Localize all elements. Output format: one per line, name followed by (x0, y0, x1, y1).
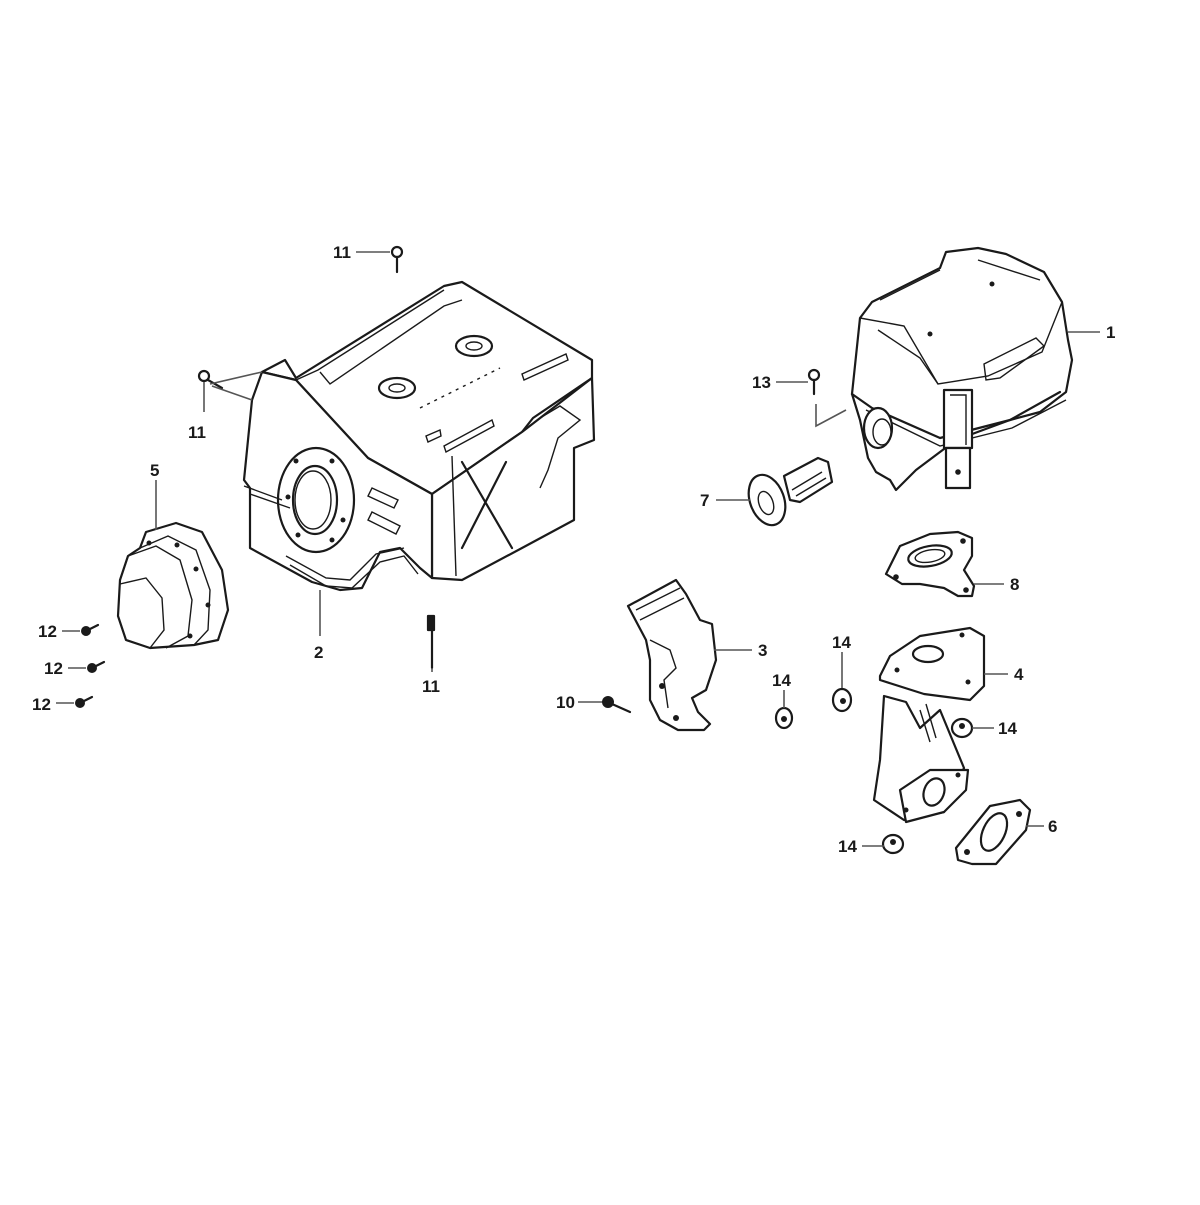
callout-12-c: 12 (32, 695, 51, 714)
callout-14-b: 14 (772, 671, 791, 690)
callout-11-bottom: 11 (422, 677, 440, 696)
callout-12-b: 12 (44, 659, 63, 678)
part-5-muffler-end-cap (116, 521, 230, 650)
callout-11-left: 11 (188, 423, 206, 442)
callout-13: 13 (752, 373, 771, 392)
part-4-exhaust-manifold (872, 626, 986, 824)
part-1-muffler-top (850, 246, 1074, 492)
part-2-muffler-protector (242, 280, 596, 592)
part-8-muffler-gasket (884, 530, 976, 598)
callout-10: 10 (556, 693, 575, 712)
callout-8: 8 (1010, 575, 1020, 594)
callout-5: 5 (150, 461, 160, 480)
callout-14-a: 14 (832, 633, 851, 652)
callout-7: 7 (700, 491, 710, 510)
callout-4: 4 (1014, 665, 1024, 684)
part-6-exhaust-gasket (954, 798, 1032, 866)
part-7-spark-arrester (747, 456, 834, 527)
callout-1: 1 (1106, 323, 1116, 342)
callout-12-a: 12 (38, 622, 57, 641)
callout-3: 3 (758, 641, 768, 660)
callout-14-c: 14 (998, 719, 1017, 738)
callout-6: 6 (1048, 817, 1058, 836)
part-3-exhaust-bracket (626, 578, 718, 732)
fasteners (75, 245, 974, 855)
callout-14-d: 14 (838, 837, 857, 856)
callout-2: 2 (314, 643, 324, 662)
callout-11-top: 11 (333, 243, 351, 262)
leader-lines (56, 251, 1100, 847)
